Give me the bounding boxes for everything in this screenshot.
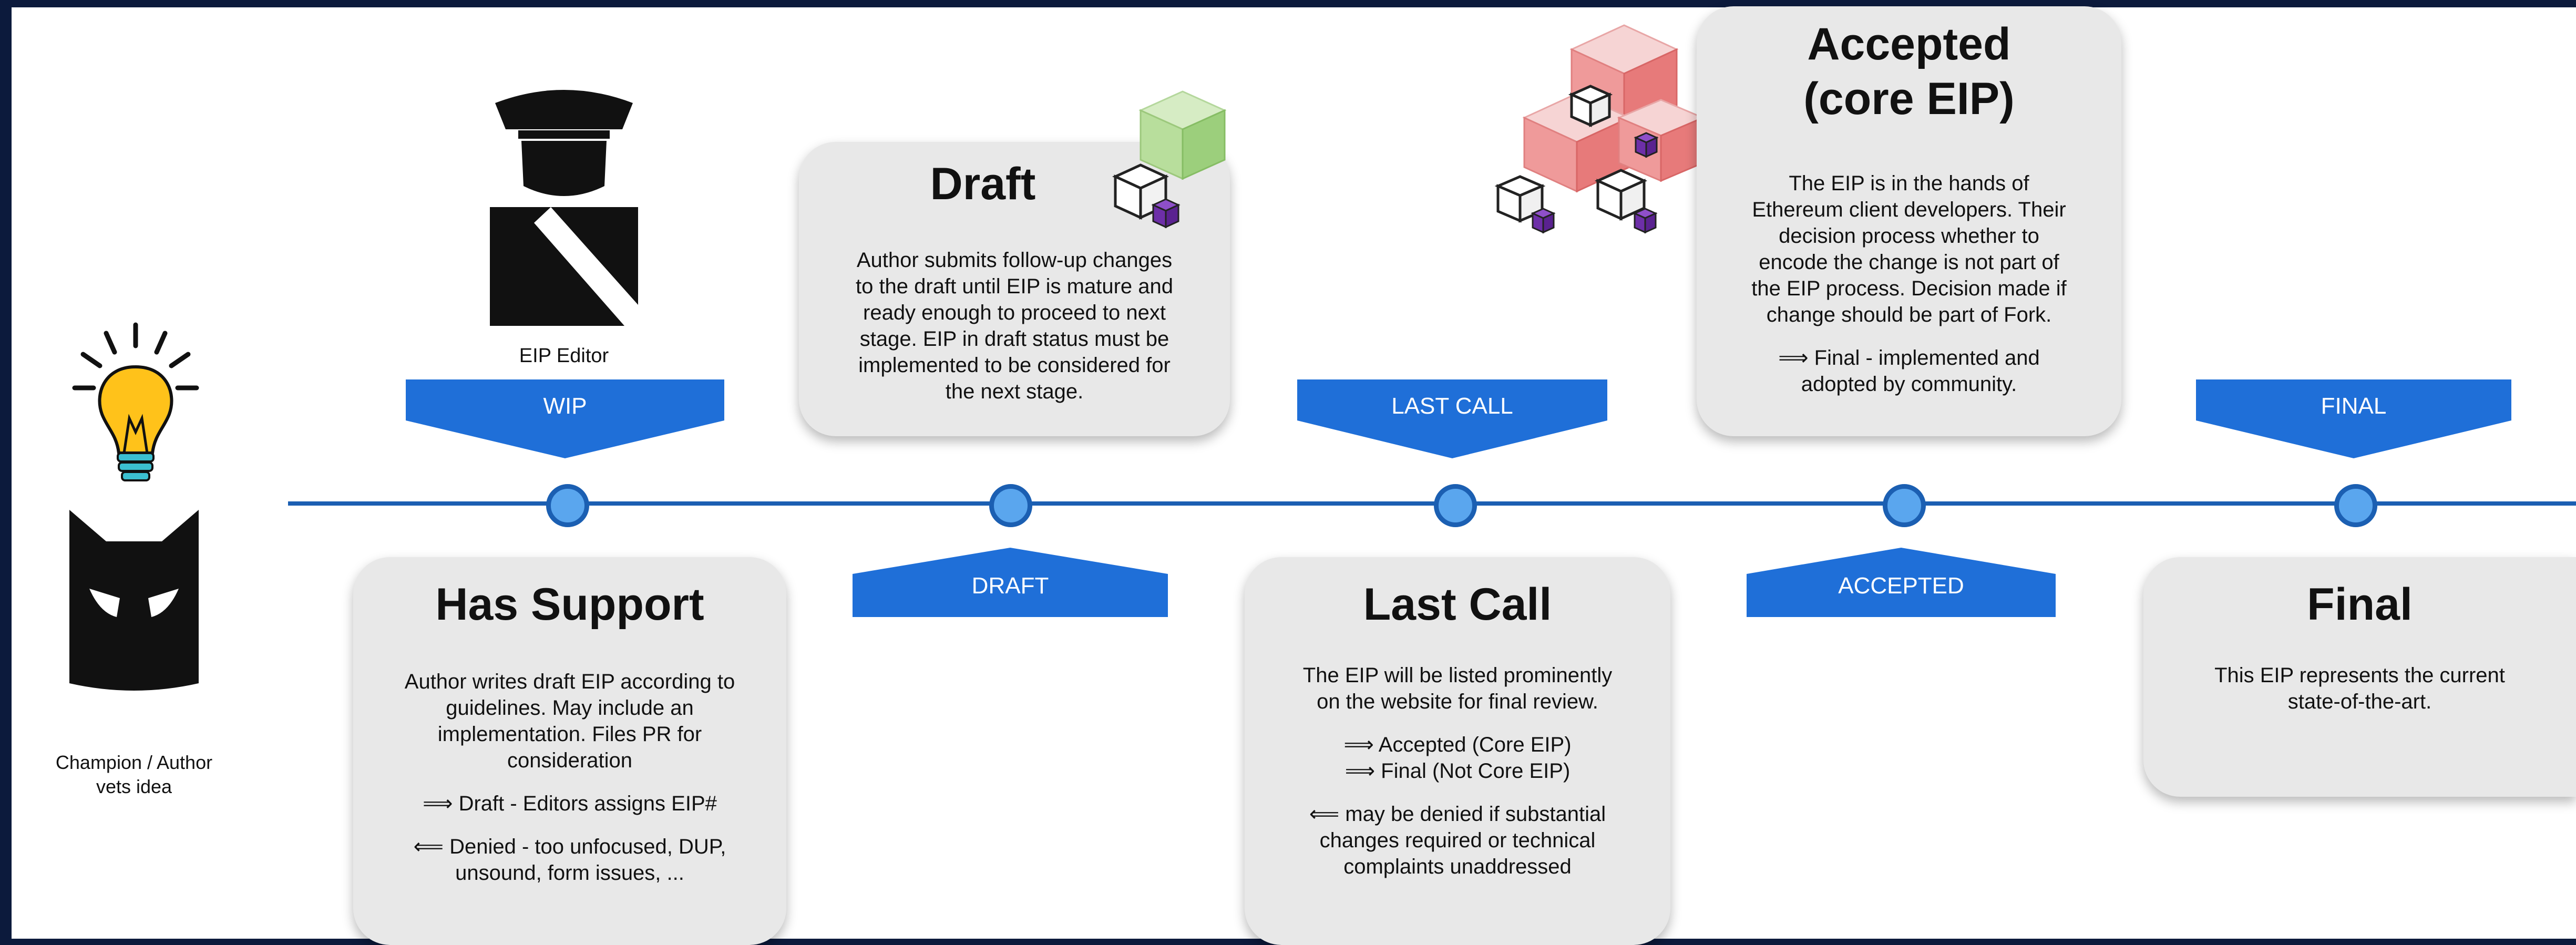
timeline-node-draft [989,484,1032,527]
timeline-node-last-call [1434,484,1477,527]
timeline-line [288,501,2576,506]
card-last-call-title: Last Call [1363,579,1552,630]
card-accepted-title-line: Accepted [1807,19,2011,69]
card-arrow-line: changes required or technical [1319,829,1596,852]
accepted-cubes-icon [1494,24,1705,234]
tag-draft-label: DRAFT [971,573,1049,599]
card-text-line: to the draft until EIP is mature and [855,275,1174,298]
card-text-line: stage. EIP in draft status must be [859,327,1169,351]
card-final: Final This EIP represents the current st… [2143,557,2576,797]
card-text-line: Author writes draft EIP according to [404,670,735,693]
card-text-line: state-of-the-art. [2287,690,2432,713]
champion-caption-line: vets idea [96,776,172,797]
card-accepted-title-line: (core EIP) [1803,74,2015,124]
eip-editor-figure-icon [490,90,638,326]
champion-caption: Champion / Author vets idea [11,751,258,799]
card-arrow-line: ⟹ Accepted (Core EIP) [1343,733,1572,756]
tag-final-label: FINAL [2321,393,2387,419]
card-arrow-line: ⟸ Denied - too unfocused, DUP, [413,835,726,858]
tag-accepted-shape [1747,548,2056,617]
card-text-line: Author submits follow-up changes [856,249,1173,272]
card-arrow-line: adopted by community. [1801,373,2017,396]
timeline-node-final [2334,484,2377,527]
card-text-line: ready enough to proceed to next [863,301,1166,324]
card-has-support-title: Has Support [435,579,704,630]
card-accepted-title: Accepted (core EIP) [1697,17,2121,126]
card-accepted: Accepted (core EIP) The EIP is in the ha… [1697,6,2121,436]
tag-final-shape [2196,379,2511,458]
card-arrow-line: complaints unaddressed [1343,855,1572,878]
card-last-call-body: The EIP will be listed prominently on th… [1245,662,1670,897]
card-text-line: encode the change is not part of [1759,251,2059,274]
card-text-line: This EIP represents the current [2214,664,2505,687]
card-final-body: This EIP represents the current state-of… [2143,662,2576,715]
card-final-title: Final [2307,579,2413,630]
card-text-line: change should be part of Fork. [1766,303,2052,326]
batman-mask-icon [69,510,199,691]
tag-accepted-label: ACCEPTED [1838,573,1964,599]
lightbulb-icon [72,322,199,481]
card-text-line: implemented to be considered for [858,354,1171,377]
card-text-line: the EIP process. Decision made if [1751,277,2067,300]
card-text-line: implementation. Files PR for [437,723,702,746]
card-arrow-line: ⟹ Final (Not Core EIP) [1345,759,1571,783]
card-draft-title: Draft [930,159,1036,209]
card-text-line: The EIP is in the hands of [1789,172,2029,195]
card-has-support: Has Support Author writes draft EIP acco… [353,557,786,945]
timeline-node-accepted [1883,484,1926,527]
card-arrow-line: ⟹ Draft - Editors assigns EIP# [423,792,717,815]
eip-editor-caption: EIP Editor [519,345,609,367]
card-text-line: on the website for final review. [1317,690,1598,713]
timeline-node-wip [546,484,589,527]
tag-draft-shape [853,548,1168,617]
card-text-line: The EIP will be listed prominently [1302,664,1613,687]
tag-last-call-label: LAST CALL [1391,393,1513,419]
card-arrow-line: ⟹ Final - implemented and [1778,346,2040,369]
card-text-line: guidelines. May include an [446,696,694,720]
card-draft-body: Author submits follow-up changes to the … [799,247,1230,405]
tag-wip-shape [406,379,724,458]
champion-caption-line: Champion / Author [55,752,213,773]
draft-cubes-icon [1112,90,1227,229]
card-arrow-line: ⟸ may be denied if substantial [1309,803,1606,826]
tag-last-call-shape [1297,379,1607,458]
card-text-line: decision process whether to [1779,224,2039,248]
card-last-call: Last Call The EIP will be listed promine… [1245,557,1670,945]
tag-wip-label: WIP [543,393,587,419]
card-has-support-body: Author writes draft EIP according to gui… [353,669,786,903]
card-text-line: consideration [507,749,632,772]
card-text-line: Ethereum client developers. Their [1752,198,2066,221]
card-accepted-body: The EIP is in the hands of Ethereum clie… [1697,170,2121,414]
card-arrow-line: unsound, form issues, ... [455,861,684,885]
card-text-line: the next stage. [945,380,1084,403]
